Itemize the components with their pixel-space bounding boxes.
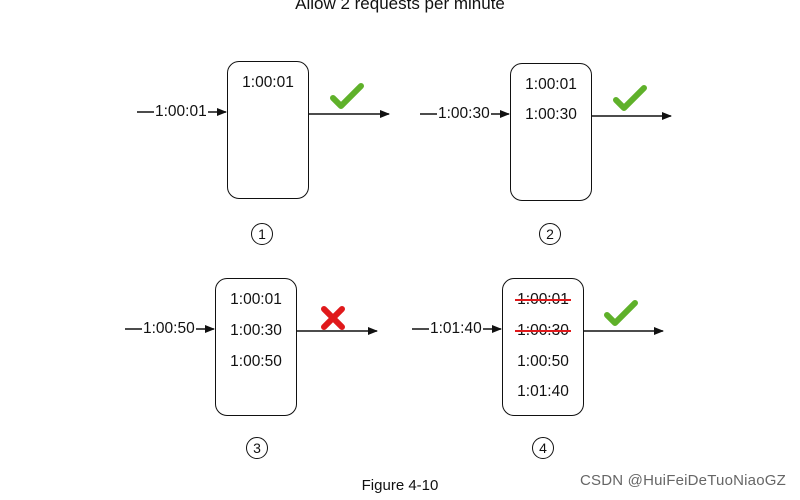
log-entry: 1:00:50 (517, 353, 569, 370)
check-icon (613, 85, 647, 111)
log-entry: 1:00:01 (230, 291, 282, 308)
check-icon (330, 83, 364, 109)
cross-icon (321, 306, 345, 330)
request-log-box-3: 1:00:01 1:00:30 1:00:50 (215, 278, 297, 416)
log-entry: 1:00:30 (525, 106, 577, 123)
step-number-3: 3 (246, 437, 268, 459)
figure-caption: Figure 4-10 (361, 477, 439, 494)
step-number-1: 1 (251, 223, 273, 245)
step-number-2: 2 (539, 223, 561, 245)
diagram-title: Allow 2 requests per minute (295, 0, 505, 13)
incoming-request-2: 1:00:30 (437, 105, 491, 123)
log-entry: 1:00:01 (525, 76, 577, 93)
log-entry-removed: 1:00:01 (517, 291, 569, 308)
incoming-request-3: 1:00:50 (142, 320, 196, 338)
log-entry: 1:00:30 (230, 322, 282, 339)
log-entry: 1:00:50 (230, 353, 282, 370)
request-log-box-1: 1:00:01 (227, 61, 309, 199)
incoming-request-4: 1:01:40 (429, 320, 483, 338)
log-entry: 1:00:01 (242, 74, 294, 91)
log-entry-removed: 1:00:30 (517, 322, 569, 339)
request-log-box-2: 1:00:01 1:00:30 (510, 63, 592, 201)
log-entry: 1:01:40 (517, 383, 569, 400)
watermark: CSDN @HuiFeiDeTuoNiaoGZ (580, 472, 786, 489)
incoming-request-1: 1:00:01 (154, 103, 208, 121)
request-log-box-4: 1:00:01 1:00:30 1:00:50 1:01:40 (502, 278, 584, 416)
step-number-4: 4 (532, 437, 554, 459)
check-icon (604, 300, 638, 326)
